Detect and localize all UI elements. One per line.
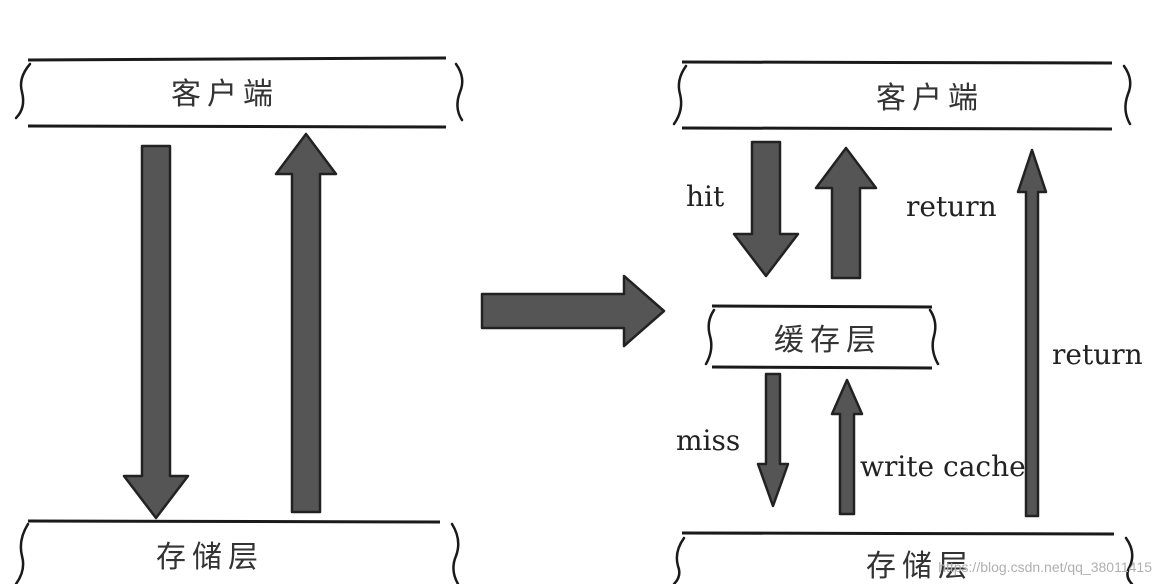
left-up-arrow [274,132,338,514]
right-client-label: 客户端 [876,81,984,116]
left-client-label: 客户端 [171,77,279,112]
write-cache-up-arrow [830,378,864,516]
watermark-text: https://blog.csdn.net/qq_38011415 [938,559,1152,575]
left-storage-box: 存储层 [14,519,460,584]
miss-down-arrow [756,372,790,508]
right-storage-box: 存储层 [672,531,1134,584]
right-cache-box: 缓存层 [704,304,940,370]
right-storage-label: 存储层 [866,549,974,584]
miss-label: miss [676,424,740,457]
right-client-box: 客户端 [672,60,1132,131]
return-label-upper: return [906,190,997,223]
transition-arrow [480,274,666,348]
hit-label: hit [686,180,725,213]
return-up-arrow [814,146,878,280]
return-long-up-arrow [1016,148,1048,518]
left-down-arrow [122,144,190,520]
left-storage-label: 存储层 [156,540,264,575]
hit-down-arrow [732,140,800,278]
return-label-side: return [1052,338,1143,371]
left-client-box: 客户端 [14,56,464,129]
write-cache-label: write cache [860,450,1026,483]
right-cache-label: 缓存层 [774,323,882,358]
